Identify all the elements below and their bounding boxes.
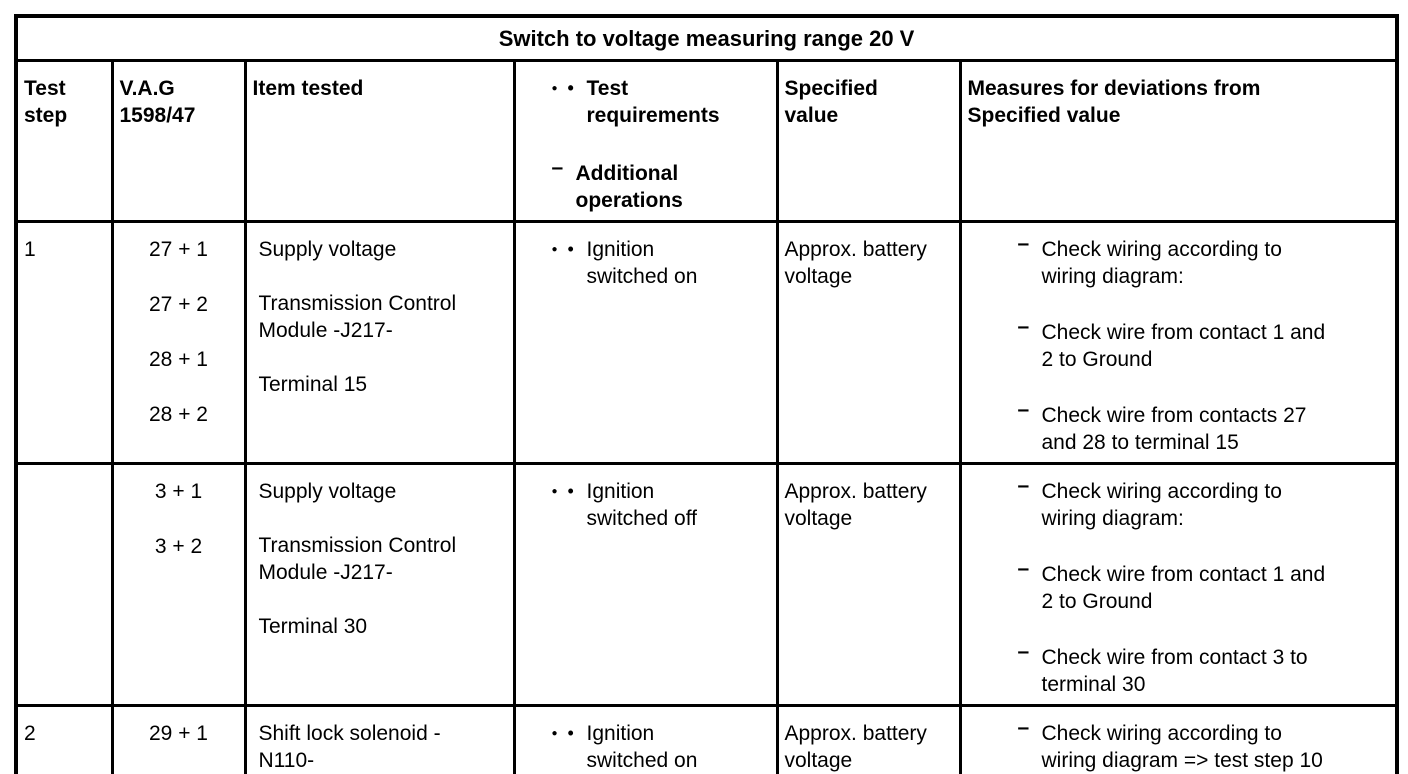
- requirement-text: Ignition switched off: [586, 479, 698, 530]
- test-step-value: 2: [24, 721, 36, 745]
- item-paragraph: Transmission Control Module -J217-: [258, 291, 457, 342]
- dash-icon: –: [1017, 556, 1030, 580]
- bullet-icon: ●: [551, 82, 558, 94]
- header-specified-value: Specified value: [775, 58, 962, 223]
- vag-cell: 29 + 1: [110, 703, 247, 774]
- vag-value: 3 + 2: [154, 534, 203, 558]
- measure-dash-item: – Check wiring according to wiring diagr…: [968, 232, 1390, 290]
- requirement-bullet-item: ● • Ignition switched on: [522, 236, 770, 290]
- bullet-icon: ●: [551, 243, 558, 255]
- specified-value-cell: Approx. battery voltage: [775, 219, 962, 465]
- vag-cell: 3 + 1 3 + 2: [110, 461, 247, 707]
- header-item-tested: Item tested: [243, 58, 516, 223]
- measures-cell: – Check wiring according to wiring diagr…: [958, 461, 1399, 707]
- item-paragraph: Supply voltage: [258, 237, 397, 261]
- header-specified-value-label: Specified value: [784, 76, 878, 127]
- header-operations-label: Additional operations: [575, 161, 683, 212]
- table-row: 2 29 + 1 Shift lock solenoid - N110- ● •…: [14, 703, 1399, 774]
- measure-dash-item: – Check wire from contact 1 and 2 to Gro…: [968, 315, 1390, 373]
- header-requirements-bullet-item: ● • Test requirements: [522, 75, 770, 129]
- table-title-row: Switch to voltage measuring range 20 V: [14, 14, 1399, 62]
- table-title-text: Switch to voltage measuring range 20 V: [498, 25, 915, 51]
- header-measures-label: Measures for deviations from Specified v…: [967, 76, 1261, 127]
- dash-icon: –: [551, 155, 564, 179]
- vag-value: 28 + 1: [149, 347, 208, 371]
- item-paragraph: Terminal 30: [258, 614, 368, 638]
- test-step-value: 1: [24, 237, 36, 261]
- header-test-step-label: Test step: [24, 76, 68, 127]
- header-requirements-label: Test requirements: [586, 76, 720, 127]
- item-tested-cell: Supply voltage Transmission Control Modu…: [243, 219, 516, 465]
- dot-icon: •: [567, 77, 574, 98]
- dot-icon: •: [567, 238, 574, 259]
- measure-dash-item: – Check wiring according to wiring diagr…: [968, 474, 1390, 532]
- dot-icon: •: [567, 722, 574, 743]
- requirement-bullet-item: ● • Ignition switched on: [522, 720, 770, 774]
- bullet-icon: ●: [551, 727, 558, 739]
- item-paragraph: Shift lock solenoid - N110-: [258, 721, 441, 772]
- vag-value: 28 + 2: [149, 402, 208, 426]
- dash-icon: –: [1017, 397, 1030, 421]
- item-tested-cell: Shift lock solenoid - N110-: [243, 703, 516, 774]
- test-step-cell: [14, 461, 114, 707]
- measure-dash-item: – Check wire from contact 3 to terminal …: [968, 640, 1390, 698]
- vag-value: 3 + 1: [154, 479, 203, 503]
- measures-cell: – Check wiring according to wiring diagr…: [958, 219, 1399, 465]
- measure-dash-item: – Check wire from contact 1 and 2 to Gro…: [968, 557, 1390, 615]
- vag-value: 27 + 1: [149, 237, 208, 261]
- dot-icon: •: [567, 480, 574, 501]
- measure-dash-item: – Check wiring according to wiring diagr…: [968, 716, 1390, 774]
- requirements-cell: ● • Ignition switched off: [512, 461, 779, 707]
- requirement-text: Ignition switched on: [586, 721, 698, 772]
- header-item-tested-label: Item tested: [252, 76, 364, 100]
- dash-icon: –: [1017, 473, 1030, 497]
- header-requirements: ● • Test requirements – Additional opera…: [512, 58, 779, 223]
- item-paragraph: Transmission Control Module -J217-: [258, 533, 457, 584]
- measure-text: Check wiring according to wiring diagram…: [1041, 237, 1282, 288]
- measure-text: Check wire from contacts 27 and 28 to te…: [1041, 403, 1307, 454]
- table-header-row: Test step V.A.G 1598/47 Item tested ● • …: [14, 58, 1399, 223]
- vag-value: 27 + 2: [149, 292, 208, 316]
- test-step-cell: 2: [14, 703, 114, 774]
- specified-value-cell: Approx. battery voltage: [775, 461, 962, 707]
- dash-icon: –: [1017, 231, 1030, 255]
- header-test-step: Test step: [14, 58, 114, 223]
- specified-value-text: Approx. battery voltage: [784, 479, 927, 530]
- table-title: Switch to voltage measuring range 20 V: [14, 14, 1399, 62]
- dash-icon: –: [1017, 639, 1030, 663]
- header-measures: Measures for deviations from Specified v…: [958, 58, 1399, 223]
- test-procedure-table: Switch to voltage measuring range 20 V T…: [14, 14, 1400, 774]
- dash-icon: –: [1017, 715, 1030, 739]
- specified-value-text: Approx. battery voltage: [784, 237, 927, 288]
- header-operations-dash-item: – Additional operations: [522, 156, 770, 214]
- requirements-cell: ● • Ignition switched on: [512, 219, 779, 465]
- test-step-cell: 1: [14, 219, 114, 465]
- header-vag: V.A.G 1598/47: [110, 58, 247, 223]
- specified-value-cell: Approx. battery voltage: [775, 703, 962, 774]
- vag-value: 29 + 1: [149, 721, 208, 745]
- requirements-cell: ● • Ignition switched on: [512, 703, 779, 774]
- measure-text: Check wire from contact 1 and 2 to Groun…: [1041, 562, 1326, 613]
- item-paragraph: Supply voltage: [258, 479, 397, 503]
- requirement-text: Ignition switched on: [586, 237, 698, 288]
- bullet-icon: ●: [551, 485, 558, 497]
- header-vag-label: V.A.G 1598/47: [119, 76, 196, 127]
- item-paragraph: Terminal 15: [258, 372, 368, 396]
- measure-text: Check wire from contact 1 and 2 to Groun…: [1041, 320, 1326, 371]
- measure-text: Check wire from contact 3 to terminal 30: [1041, 645, 1308, 696]
- measure-text: Check wiring according to wiring diagram…: [1041, 479, 1282, 530]
- specified-value-text: Approx. battery voltage: [784, 721, 927, 772]
- measure-text: Check wiring according to wiring diagram…: [1041, 721, 1323, 772]
- table-row: 3 + 1 3 + 2 Supply voltage Transmission …: [14, 461, 1399, 707]
- table-row: 1 27 + 1 27 + 2 28 + 1 28 + 2 Supply vol…: [14, 219, 1399, 465]
- item-tested-cell: Supply voltage Transmission Control Modu…: [243, 461, 516, 707]
- measures-cell: – Check wiring according to wiring diagr…: [958, 703, 1399, 774]
- dash-icon: –: [1017, 314, 1030, 338]
- measure-dash-item: – Check wire from contacts 27 and 28 to …: [968, 398, 1390, 456]
- requirement-bullet-item: ● • Ignition switched off: [522, 478, 770, 532]
- vag-cell: 27 + 1 27 + 2 28 + 1 28 + 2: [110, 219, 247, 465]
